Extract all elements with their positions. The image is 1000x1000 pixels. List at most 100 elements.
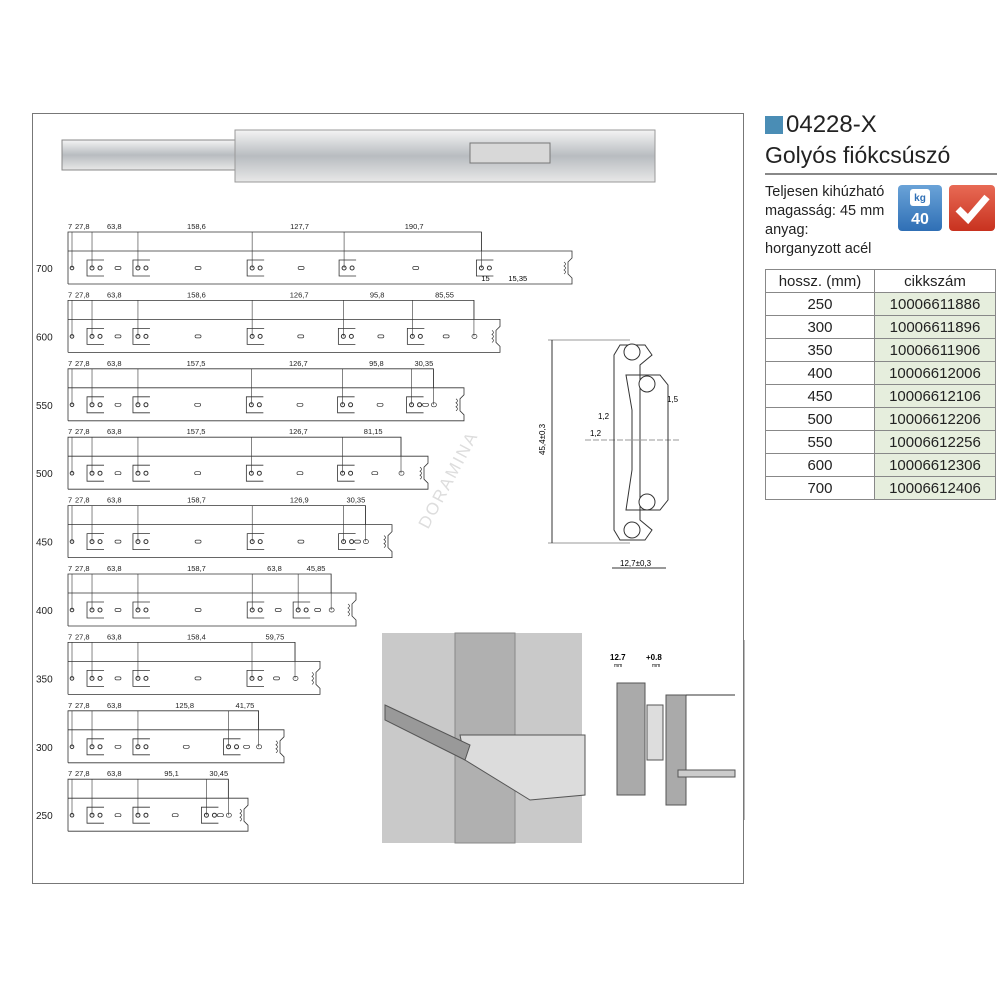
mount-bracket bbox=[246, 670, 264, 687]
dimension-label: 63,8 bbox=[107, 290, 122, 299]
product-description: Teljesen kihúzható magasság: 45 mm anyag… bbox=[765, 183, 997, 265]
mount-hole bbox=[143, 675, 149, 681]
mount-hole bbox=[69, 676, 75, 681]
mount-hole bbox=[409, 333, 415, 339]
length-cell: 700 bbox=[765, 476, 875, 500]
slot-hole bbox=[114, 266, 122, 270]
slot-hole bbox=[194, 539, 202, 544]
desc-line: magasság: 45 mm bbox=[765, 203, 885, 219]
product-code: 04228-X bbox=[765, 110, 997, 140]
mount-hole bbox=[257, 607, 263, 613]
profile-outer bbox=[613, 344, 653, 541]
mount-hole bbox=[97, 265, 103, 271]
article-cell: 10006611886 bbox=[873, 292, 997, 316]
dimension-line bbox=[67, 573, 332, 626]
square-icon bbox=[765, 116, 783, 134]
drawer-wall bbox=[665, 694, 687, 806]
product-panel: 04228-X Golyós fiókcsúszó Teljesen kihúz… bbox=[765, 110, 997, 500]
mount-bracket bbox=[337, 396, 355, 414]
rail-outline bbox=[68, 797, 249, 832]
mount-hole bbox=[303, 607, 309, 613]
drawing-frame bbox=[32, 113, 744, 884]
mount-hole bbox=[135, 402, 141, 408]
rail-length-label: 250 bbox=[36, 811, 53, 822]
mount-bracket bbox=[86, 670, 105, 687]
slot-hole bbox=[377, 334, 385, 339]
length-cell: 450 bbox=[765, 384, 875, 408]
length-cell: 300 bbox=[765, 315, 875, 339]
dimension-label: 85,55 bbox=[435, 290, 454, 299]
slot-hole bbox=[114, 676, 122, 681]
ball-bearing bbox=[623, 343, 641, 361]
mount-hole bbox=[226, 744, 232, 750]
mount-hole bbox=[69, 402, 75, 408]
slot-hole bbox=[274, 608, 282, 612]
dimension-label: 157,5 bbox=[187, 427, 206, 436]
dimension-label: 63,8 bbox=[107, 427, 122, 436]
mount-bracket bbox=[132, 259, 150, 277]
dimension-label: 126,7 bbox=[289, 427, 308, 436]
mount-bracket bbox=[406, 396, 424, 414]
slot-hole bbox=[217, 813, 224, 818]
mount-hole bbox=[69, 607, 75, 613]
dimension-label: 157,5 bbox=[187, 359, 206, 368]
article-cell: 10006612306 bbox=[873, 453, 997, 477]
dimension-label: 190,7 bbox=[405, 222, 424, 231]
dimension-label: 59,75 bbox=[266, 632, 285, 641]
dimension-line bbox=[67, 505, 366, 558]
mount-bracket bbox=[337, 328, 356, 345]
slot-hole bbox=[194, 266, 202, 270]
slot-hole bbox=[114, 539, 122, 544]
mount-hole bbox=[341, 265, 347, 271]
ball-bearing bbox=[623, 521, 641, 539]
mount-hole bbox=[143, 402, 149, 408]
mount-hole bbox=[249, 539, 255, 545]
col-article: cikkszám bbox=[873, 269, 997, 293]
rail-end-notch bbox=[275, 740, 278, 754]
rail-photo-slider bbox=[469, 142, 551, 164]
dimension-label: 63,8 bbox=[107, 701, 122, 710]
mount-hole bbox=[340, 333, 346, 339]
slot-hole bbox=[114, 744, 122, 749]
article-cell: 10006611906 bbox=[873, 338, 997, 362]
mount-hole bbox=[248, 470, 254, 476]
dimension-label: 15 bbox=[481, 274, 489, 283]
slot-hole bbox=[243, 744, 250, 749]
mount-bracket bbox=[86, 601, 105, 619]
rail-length-label: 700 bbox=[36, 264, 53, 275]
mount-bracket bbox=[86, 533, 105, 550]
mount-hole bbox=[69, 470, 75, 476]
mount-bracket bbox=[132, 396, 150, 414]
mount-hole bbox=[348, 402, 354, 408]
dimension-label: 95,8 bbox=[369, 359, 384, 368]
product-name: Golyós fiókcsúszó bbox=[765, 142, 997, 175]
mount-hole bbox=[97, 744, 103, 750]
mount-hole bbox=[257, 265, 263, 271]
mount-hole bbox=[69, 744, 75, 750]
slot-hole bbox=[363, 539, 369, 544]
slot-hole bbox=[171, 813, 179, 818]
slot-hole bbox=[194, 676, 202, 681]
rail-length-label: 600 bbox=[36, 332, 53, 343]
mount-hole bbox=[348, 333, 354, 339]
slot-hole bbox=[296, 402, 304, 407]
mount-hole bbox=[143, 265, 149, 271]
length-cell: 400 bbox=[765, 361, 875, 385]
mount-hole bbox=[135, 265, 141, 271]
mount-bracket bbox=[475, 259, 494, 277]
mount-bracket bbox=[132, 670, 150, 687]
mount-hole bbox=[478, 265, 484, 271]
rail-end-notch bbox=[455, 398, 458, 412]
slot-hole bbox=[297, 539, 305, 544]
dimension-label: 63,8 bbox=[107, 769, 122, 778]
mount-hole bbox=[234, 744, 240, 750]
dimension-label: 30,35 bbox=[347, 496, 366, 505]
mount-hole bbox=[249, 265, 255, 271]
length-cell: 250 bbox=[765, 292, 875, 316]
dimension-label: 7 bbox=[68, 564, 72, 573]
dimension-label: 27,8 bbox=[75, 290, 90, 299]
dimension-label: 7 bbox=[68, 701, 72, 710]
